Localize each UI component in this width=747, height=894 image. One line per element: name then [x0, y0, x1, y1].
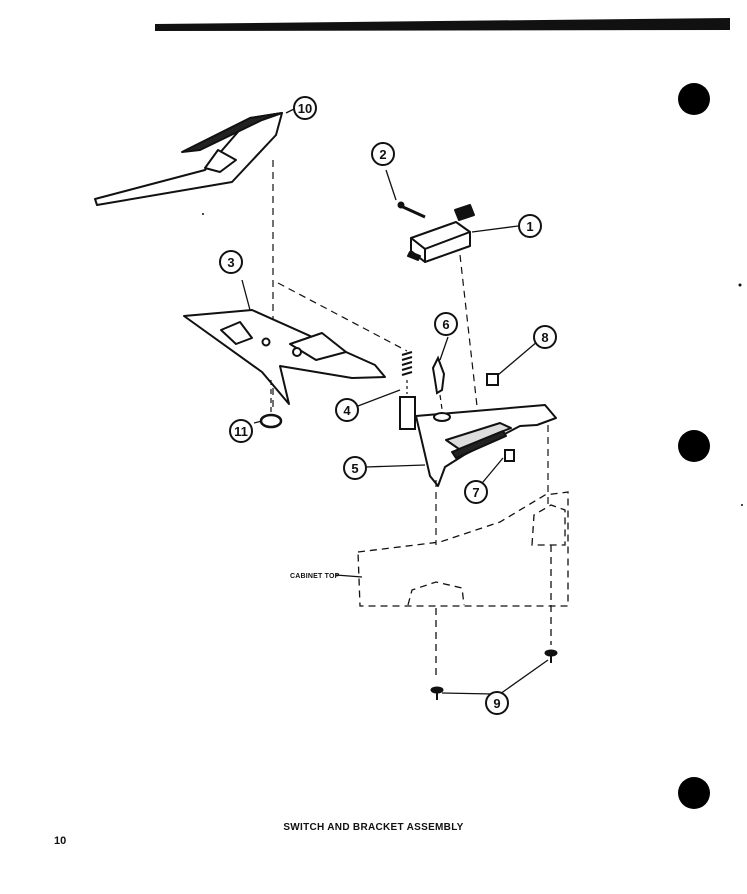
top-border-rule: [155, 18, 730, 31]
part-7-clip: [504, 449, 515, 462]
scan-speck: [741, 504, 743, 506]
svg-text:3: 3: [227, 255, 234, 270]
hidden-line-plate: [277, 282, 408, 352]
svg-text:4: 4: [343, 403, 351, 418]
scan-speck: [738, 283, 742, 287]
page-number: 10: [54, 835, 67, 847]
svg-text:6: 6: [442, 317, 449, 332]
svg-text:11: 11: [234, 424, 248, 439]
part-2-screw: [397, 201, 426, 219]
binder-hole-top: [678, 83, 710, 115]
part-9-screws: [430, 649, 558, 700]
svg-text:1: 1: [526, 219, 533, 234]
svg-text:8: 8: [541, 330, 548, 345]
svg-text:2: 2: [379, 147, 386, 162]
part-6-arm: [431, 355, 446, 395]
callout-10: 10: [293, 96, 317, 120]
binder-hole-middle: [678, 430, 710, 462]
binder-hole-bottom: [678, 777, 710, 809]
callout-3: 3: [219, 250, 243, 274]
callout-8: 8: [533, 325, 557, 349]
cabinet-top-label: CABINET TOP: [290, 573, 340, 580]
cabinet-top-outline: [357, 491, 569, 680]
callout-11: 11: [229, 419, 253, 443]
callout-5: 5: [343, 456, 367, 480]
callout-2: 2: [371, 142, 395, 166]
callout-1: 1: [518, 214, 542, 238]
figure-caption: SWITCH AND BRACKET ASSEMBLY: [283, 822, 464, 833]
part-11-washer: [259, 413, 283, 429]
svg-text:7: 7: [472, 485, 479, 500]
svg-text:9: 9: [493, 696, 500, 711]
part-10-lever: [94, 112, 283, 206]
callout-4: 4: [335, 398, 359, 422]
callout-7: 7: [464, 480, 488, 504]
hidden-line-switch: [459, 254, 479, 416]
callout-9: 9: [485, 691, 509, 715]
part-4-spring: [399, 351, 416, 430]
callout-6: 6: [434, 312, 458, 336]
part-5-bracket: [415, 404, 557, 487]
svg-text:10: 10: [298, 101, 312, 116]
scan-speck: [202, 213, 204, 215]
part-1-switch: [407, 204, 475, 263]
part-8-clip: [486, 373, 499, 386]
svg-text:5: 5: [351, 461, 358, 476]
